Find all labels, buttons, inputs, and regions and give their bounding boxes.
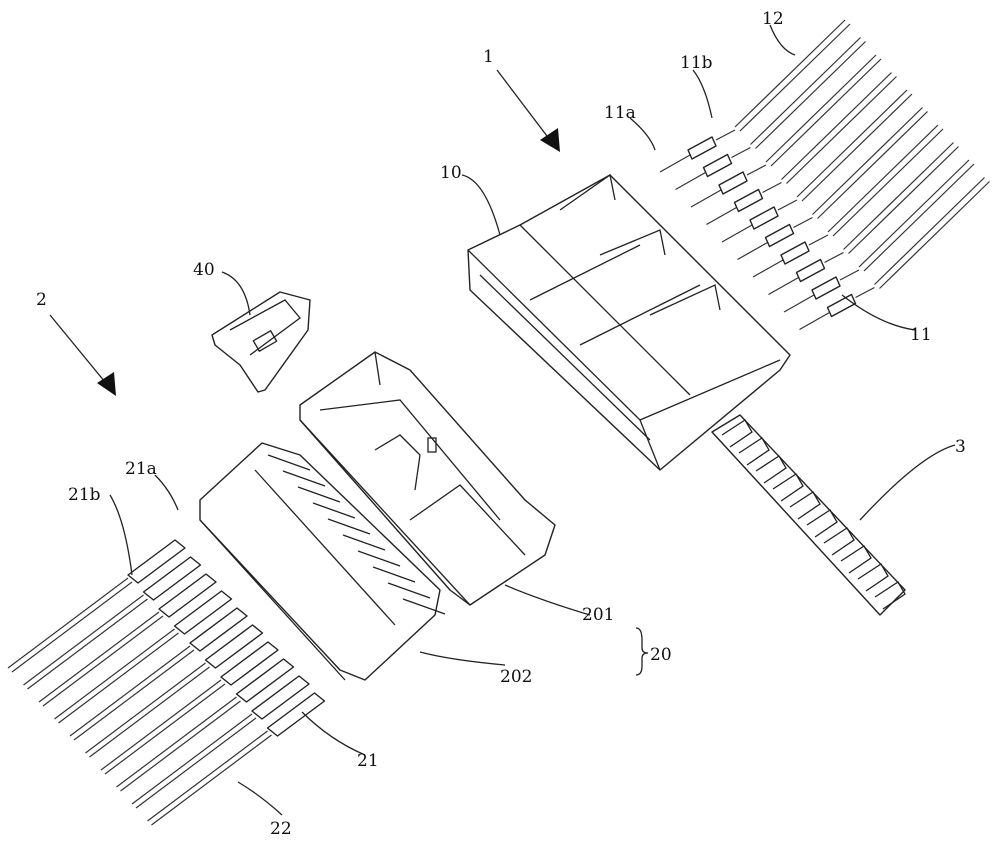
wire-12 bbox=[859, 160, 969, 267]
label-21: 21 bbox=[357, 751, 379, 771]
wire-22 bbox=[24, 595, 144, 685]
label-40: 40 bbox=[193, 260, 215, 280]
terminal-pin bbox=[676, 173, 706, 190]
terminal-pin bbox=[707, 208, 737, 225]
terminal-11 bbox=[812, 277, 840, 299]
terminal-pin bbox=[769, 278, 799, 295]
terminal-crimp bbox=[778, 200, 797, 210]
wire-12 bbox=[864, 164, 974, 271]
terminal-11 bbox=[750, 207, 778, 229]
terminal-crimp bbox=[763, 183, 782, 193]
wire-22 bbox=[74, 650, 194, 740]
wire-12 bbox=[756, 42, 866, 149]
wire-12 bbox=[797, 90, 907, 197]
wire-12 bbox=[880, 182, 990, 289]
terminal-11 bbox=[688, 137, 716, 159]
terminal-crimp bbox=[856, 288, 875, 298]
wire-12 bbox=[787, 77, 897, 184]
wire-12 bbox=[833, 129, 943, 236]
wire-22 bbox=[152, 735, 272, 825]
label-21b: 21b bbox=[68, 485, 101, 505]
wire-22 bbox=[121, 701, 241, 791]
terminal-crimp bbox=[716, 130, 735, 140]
terminal-pin bbox=[722, 225, 752, 242]
wire-22 bbox=[90, 667, 210, 757]
label-22: 22 bbox=[270, 819, 292, 839]
wire-22 bbox=[8, 578, 128, 668]
terminal-pin bbox=[691, 190, 721, 207]
wire-22 bbox=[117, 697, 237, 787]
terminal-crimp bbox=[809, 235, 828, 245]
wire-12 bbox=[818, 112, 928, 219]
label-21a: 21a bbox=[125, 459, 157, 479]
wire-22 bbox=[59, 633, 179, 723]
terminal-crimp bbox=[794, 218, 813, 228]
label-1: 1 bbox=[483, 47, 494, 67]
wire-22 bbox=[43, 616, 163, 706]
wire-22 bbox=[86, 663, 206, 753]
terminal-11 bbox=[735, 190, 763, 212]
label-202: 202 bbox=[500, 667, 532, 687]
label-10: 10 bbox=[440, 163, 462, 183]
wire-12 bbox=[844, 143, 954, 250]
wire-12 bbox=[766, 55, 876, 162]
terminal-pin bbox=[738, 243, 768, 260]
label-11b: 11b bbox=[680, 53, 713, 73]
terminal-crimp bbox=[840, 270, 859, 280]
wire-12 bbox=[782, 73, 892, 180]
wire-22 bbox=[136, 718, 256, 808]
terminal-11 bbox=[797, 260, 825, 282]
wire-22 bbox=[28, 599, 148, 689]
terminal-11 bbox=[704, 155, 732, 177]
wire-22 bbox=[70, 646, 190, 736]
terminal-crimp bbox=[825, 253, 844, 263]
wire-12 bbox=[802, 94, 912, 201]
part-40 bbox=[212, 292, 310, 392]
terminal-11 bbox=[828, 295, 856, 317]
terminal-crimp bbox=[732, 148, 751, 158]
wire-12 bbox=[771, 59, 881, 166]
label-20: 20 bbox=[650, 645, 672, 665]
wire-22 bbox=[132, 714, 252, 804]
arrow-assembly-2 bbox=[50, 315, 116, 396]
wire-22 bbox=[148, 731, 268, 821]
arrow-assembly-1 bbox=[497, 70, 560, 152]
wire-22 bbox=[55, 629, 175, 719]
wire-22 bbox=[105, 684, 225, 774]
terminal-pin bbox=[800, 313, 830, 330]
label-12: 12 bbox=[762, 9, 784, 29]
terminal-11 bbox=[719, 172, 747, 194]
terminal-pin bbox=[753, 260, 783, 277]
terminal-crimp bbox=[747, 165, 766, 175]
terminal-pin bbox=[660, 155, 690, 172]
wire-12 bbox=[735, 20, 845, 127]
wire-12 bbox=[875, 178, 985, 285]
wire-22 bbox=[101, 680, 221, 770]
brace-20 bbox=[636, 628, 648, 675]
label-11: 11 bbox=[910, 325, 932, 345]
label-2: 2 bbox=[36, 290, 47, 310]
wire-22 bbox=[12, 582, 132, 672]
part-3 bbox=[712, 415, 905, 615]
wire-12 bbox=[751, 38, 861, 145]
wire-12 bbox=[813, 108, 923, 215]
label-3: 3 bbox=[955, 437, 966, 457]
terminal-pin bbox=[784, 295, 814, 312]
label-201: 201 bbox=[582, 605, 614, 625]
wire-22 bbox=[39, 612, 159, 702]
wire-12 bbox=[849, 147, 959, 254]
wire-12 bbox=[740, 24, 850, 131]
terminal-11 bbox=[766, 225, 794, 247]
label-11a: 11a bbox=[604, 103, 636, 123]
terminal-11 bbox=[781, 242, 809, 264]
wire-12 bbox=[828, 125, 938, 232]
